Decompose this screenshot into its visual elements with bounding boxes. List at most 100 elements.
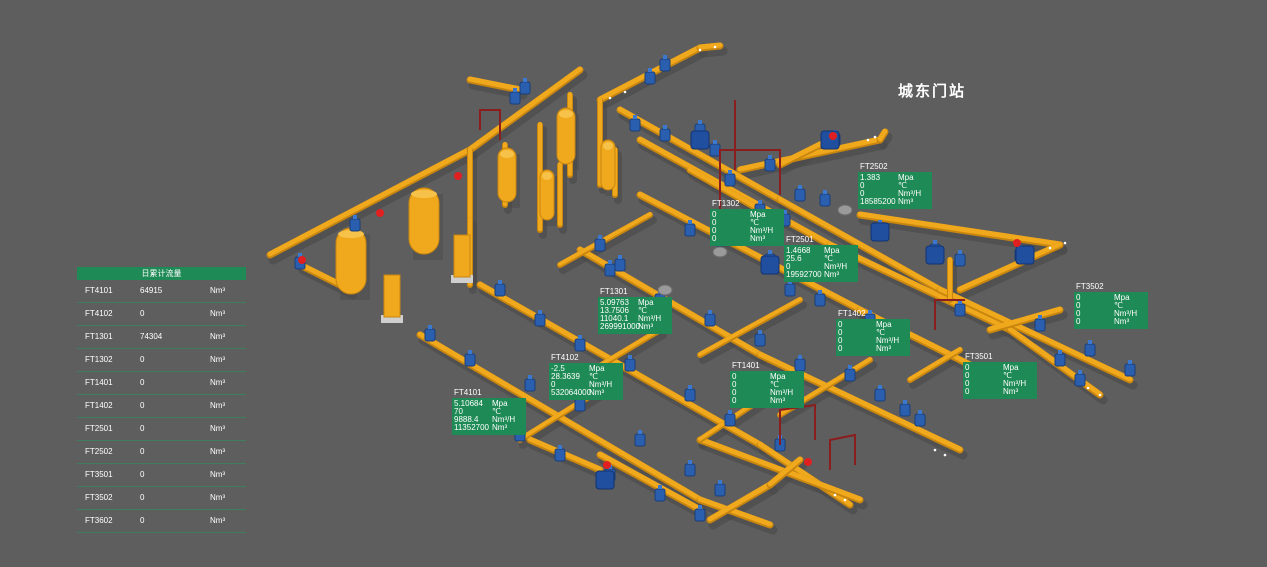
valve-body — [349, 218, 361, 232]
flow-arrow-dot — [1086, 386, 1090, 390]
table-cell-value: 0 — [140, 516, 145, 525]
valve-stem — [1058, 350, 1062, 354]
valve-body — [659, 58, 671, 72]
pipe-shadow — [698, 500, 778, 535]
table-cell-unit: Nm³ — [210, 493, 226, 502]
table-cell-unit: Nm³ — [210, 401, 226, 410]
valve-stem — [633, 115, 637, 119]
table-cell-value: 74304 — [140, 332, 163, 341]
reading-unit: Mpa — [750, 210, 766, 219]
pipe-shadow — [559, 216, 657, 274]
vessel — [408, 187, 440, 255]
reading-unit: Mpa — [876, 320, 892, 329]
valve-stem — [1038, 315, 1042, 319]
valve-stem — [528, 375, 532, 379]
valve-stem — [718, 480, 722, 484]
pipe-highlight — [827, 241, 1013, 332]
reading-unit: ℃ — [1114, 301, 1123, 310]
valve-body — [819, 193, 831, 207]
valve-stem — [823, 190, 827, 194]
table-cell-id: FT3502 — [85, 493, 113, 502]
reading-unit: Nm³ — [898, 197, 914, 206]
reading-unit: Nm³ — [770, 396, 786, 405]
reading-value: 0 — [1076, 301, 1081, 310]
alarm-indicator — [1013, 239, 1021, 247]
flow-arrow-dot — [843, 498, 847, 502]
valve-body — [594, 238, 606, 252]
valve-stem — [558, 445, 562, 449]
pipe-shadow — [958, 245, 1068, 300]
reading-value: 25.6 — [786, 254, 802, 263]
flow-arrow-dot — [608, 96, 612, 100]
pipe-highlight — [767, 456, 803, 487]
tag-reading: 0℃ — [712, 219, 782, 227]
pipe-shadow — [878, 132, 893, 150]
vessel-top — [559, 110, 573, 118]
valve-body — [794, 188, 806, 202]
vessel-top — [542, 172, 552, 180]
actuator-valve — [690, 130, 710, 150]
valve-stem — [688, 385, 692, 389]
flow-arrow-dot — [1048, 246, 1052, 250]
valve-body — [724, 413, 736, 427]
filter-housing — [383, 274, 401, 318]
actuator-valve — [1015, 245, 1035, 265]
reading-value: 0 — [838, 336, 843, 345]
reading-unit: ℃ — [492, 407, 501, 416]
reading-unit: Mpa — [1114, 293, 1130, 302]
reading-value: 0 — [732, 372, 737, 381]
valve-stem — [688, 220, 692, 224]
table-cell-value: 0 — [140, 470, 145, 479]
valve-stem — [468, 350, 472, 354]
reading-unit: ℃ — [638, 306, 647, 315]
valve-body — [764, 158, 776, 172]
valve-body — [954, 253, 966, 267]
actuator-valve — [925, 245, 945, 265]
valve-stem — [498, 280, 502, 284]
pipe-shadow — [858, 215, 1068, 255]
reading-unit: Nm³/H — [898, 189, 922, 198]
valve-stem — [728, 170, 732, 174]
pipe-highlight — [697, 436, 863, 502]
pipe-highlight — [467, 66, 583, 152]
valve-body — [899, 403, 911, 417]
flow-meter — [837, 204, 853, 216]
reading-value: 0 — [732, 396, 737, 405]
valve-body — [704, 313, 716, 327]
pipe-highlight — [707, 481, 773, 522]
valve-body — [724, 173, 736, 187]
reading-value: 28.3639 — [551, 372, 580, 381]
valve-body — [1084, 343, 1096, 357]
reading-value: 0 — [712, 226, 717, 235]
reading-value: 0 — [1076, 293, 1081, 302]
valve-stem — [798, 355, 802, 359]
table-cell-id: FT2502 — [85, 447, 113, 456]
table-cell-unit: Nm³ — [210, 424, 226, 433]
tag-name: FT2501 — [786, 235, 814, 244]
reading-unit: Nm³/H — [638, 314, 662, 323]
valve-stem — [848, 365, 852, 369]
reading-unit: Nm³/H — [750, 226, 774, 235]
